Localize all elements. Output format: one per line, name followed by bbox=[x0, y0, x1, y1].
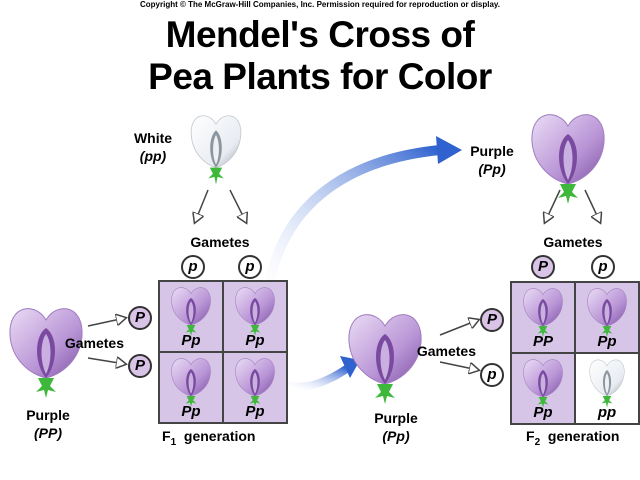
genotype: Pp bbox=[533, 404, 553, 421]
genotype: Pp bbox=[245, 332, 265, 349]
gamete-circle: p bbox=[480, 363, 504, 387]
f1-plant-top-label: Purple bbox=[470, 143, 514, 159]
f1-plant-bottom-genotype: (Pp) bbox=[382, 428, 410, 444]
gamete-circle: p bbox=[238, 255, 262, 279]
f1-punnett-square: Pp Pp Pp Pp bbox=[158, 280, 288, 424]
punnett-cell: Pp bbox=[576, 283, 638, 352]
gamete-circle: P bbox=[128, 354, 152, 378]
gamete-circle: P bbox=[128, 306, 152, 330]
punnett-cell: Pp bbox=[224, 353, 286, 422]
purple-flower-icon bbox=[520, 285, 566, 339]
purple-flower-icon bbox=[168, 284, 214, 338]
genotype: Pp bbox=[245, 403, 265, 420]
punnett-cell: pp bbox=[576, 354, 638, 423]
gamete-circle: P bbox=[480, 308, 504, 332]
purple-flower-icon bbox=[584, 285, 630, 339]
f1-plant-top-genotype: (Pp) bbox=[478, 161, 506, 177]
punnett-cell: Pp bbox=[160, 282, 222, 351]
purple-parent-label: Purple bbox=[26, 407, 70, 423]
punnett-cell: Pp bbox=[160, 353, 222, 422]
f1-generation-label: F1 generation bbox=[162, 428, 256, 448]
white-flower-icon bbox=[584, 356, 630, 410]
genotype: pp bbox=[597, 404, 617, 421]
purple-flower-icon bbox=[232, 355, 278, 409]
f1-gametes-top-label: Gametes bbox=[190, 234, 250, 250]
purple-flower-icon bbox=[526, 108, 610, 208]
f2-punnett-square: PP Pp Pp pp bbox=[510, 281, 640, 425]
title-line-1: Mendel's Cross of bbox=[165, 14, 475, 55]
f1-to-f2-arrow-top bbox=[263, 145, 441, 293]
copyright-notice: Copyright © The McGraw-Hill Companies, I… bbox=[139, 0, 501, 9]
gamete-circle: P bbox=[531, 255, 555, 279]
gamete-circle: p bbox=[591, 255, 615, 279]
genotype: Pp bbox=[181, 332, 201, 349]
genotype: PP bbox=[532, 333, 553, 350]
f2-gametes-left-label: Gametes bbox=[416, 343, 476, 359]
f2-gametes-top-label: Gametes bbox=[543, 234, 603, 250]
purple-parent-genotype: (PP) bbox=[34, 425, 62, 441]
arrowhead-top bbox=[436, 136, 462, 164]
white-flower-icon bbox=[185, 108, 247, 190]
white-parent-label: White bbox=[133, 130, 173, 146]
purple-flower-icon bbox=[232, 284, 278, 338]
purple-flower-icon bbox=[4, 302, 88, 402]
punnett-cell: Pp bbox=[224, 282, 286, 351]
purple-flower-icon bbox=[168, 355, 214, 409]
punnett-cell: PP bbox=[512, 283, 574, 352]
punnett-cell: Pp bbox=[512, 354, 574, 423]
f1-plant-bottom-label: Purple bbox=[374, 410, 418, 426]
f2-generation-label: F2 generation bbox=[526, 428, 620, 448]
title-line-2: Pea Plants for Color bbox=[148, 56, 492, 97]
white-parent-genotype: (pp) bbox=[139, 148, 167, 164]
f1-to-f2-arrow-bottom bbox=[287, 364, 351, 391]
genotype: Pp bbox=[597, 333, 617, 350]
genotype: Pp bbox=[181, 403, 201, 420]
purple-flower-icon bbox=[520, 356, 566, 410]
f1-gametes-left-label: Gametes bbox=[64, 335, 124, 351]
gamete-circle: p bbox=[181, 255, 205, 279]
